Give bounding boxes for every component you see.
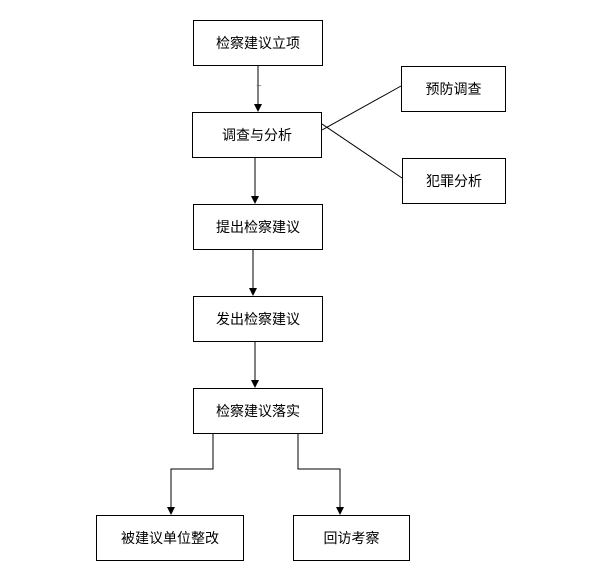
node-tichu-label: 提出检察建议 xyxy=(216,220,300,236)
node-luoshi-label: 检察建议落实 xyxy=(216,404,300,420)
node-huifang-label: 回访考察 xyxy=(323,531,380,547)
node-diaocha: 调查与分析 xyxy=(192,112,322,158)
edge-diaocha-to-fanzui xyxy=(321,123,403,179)
node-yufang-label: 预防调查 xyxy=(425,82,482,98)
node-lixiang-label: 检察建议立项 xyxy=(216,36,300,52)
node-tichu: 提出检察建议 xyxy=(193,204,323,250)
node-huifang: 回访考察 xyxy=(293,515,410,561)
node-zhenggai: 被建议单位整改 xyxy=(96,515,244,561)
edge-diaocha-to-yufang xyxy=(321,85,402,131)
tick-mark: ~ xyxy=(256,82,262,90)
node-luoshi: 检察建议落实 xyxy=(193,388,323,434)
node-fanzui: 犯罪分析 xyxy=(402,158,506,204)
node-fachu-label: 发出检察建议 xyxy=(216,312,300,328)
node-zhenggai-label: 被建议单位整改 xyxy=(121,531,219,547)
node-lixiang: 检察建议立项 xyxy=(193,20,323,66)
node-yufang: 预防调查 xyxy=(401,66,506,112)
node-fanzui-label: 犯罪分析 xyxy=(426,174,482,190)
edge-luoshi-to-huifang xyxy=(297,434,344,515)
node-diaocha-label: 调查与分析 xyxy=(222,128,292,144)
node-fachu: 发出检察建议 xyxy=(193,296,323,342)
edge-luoshi-to-zhenggai xyxy=(167,434,214,515)
